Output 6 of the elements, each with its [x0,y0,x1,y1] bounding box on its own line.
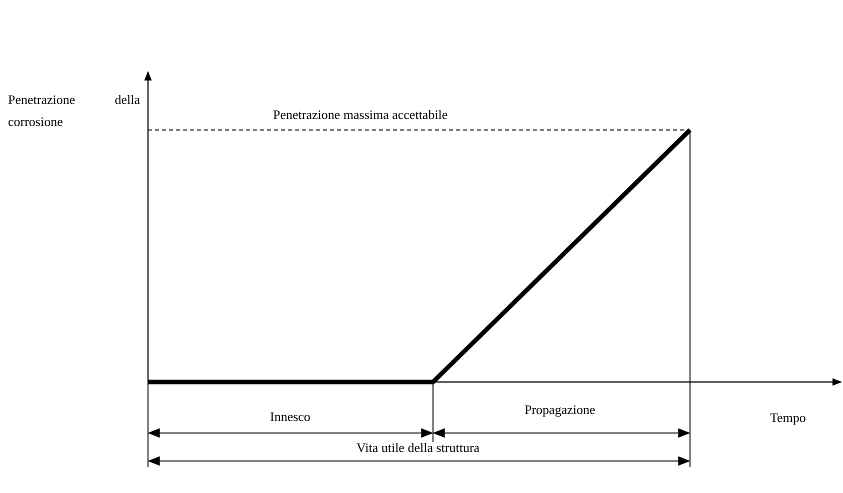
threshold-label: Penetrazione massima accettabile [273,106,448,124]
dimension-label: Vita utile della struttura [356,439,480,457]
dimension-label: Innesco [270,408,310,426]
axis-title: Tempo [770,409,806,427]
axis-title: Penetrazione della corrosione [8,91,140,131]
dimension-label: Propagazione [524,401,596,419]
